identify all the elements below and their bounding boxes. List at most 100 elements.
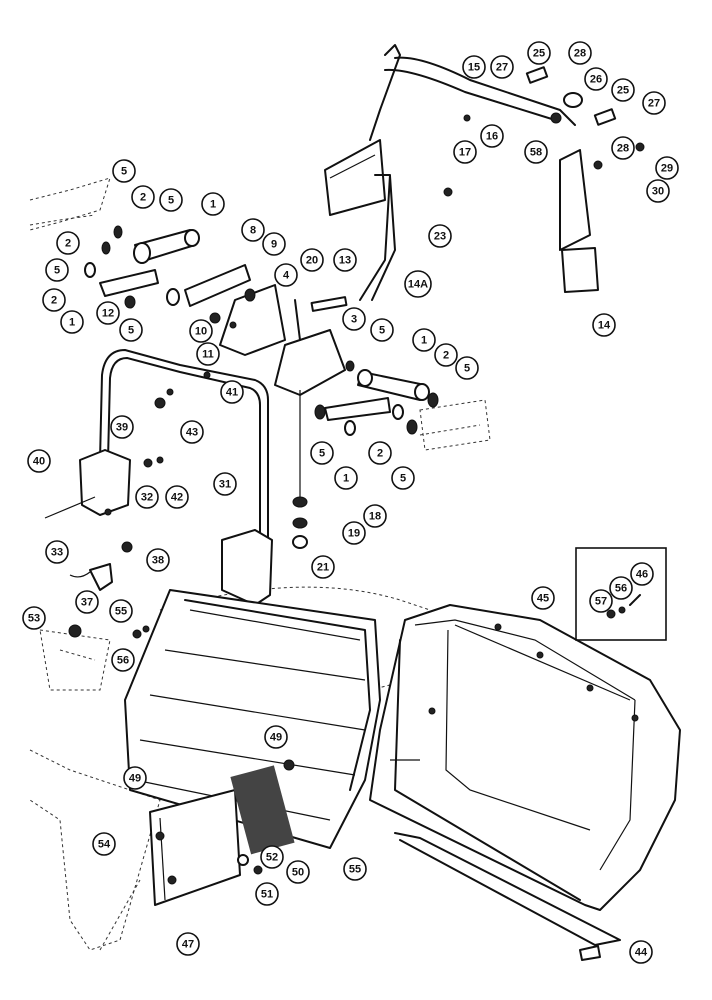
callout-circle: [370, 318, 394, 342]
callout-30: 30: [646, 179, 670, 203]
callout-circle: [524, 140, 548, 164]
callout-2: 2: [42, 288, 66, 312]
callout-number: 19: [348, 528, 360, 540]
callout-4: 4: [274, 263, 298, 287]
callout-5: 5: [112, 159, 136, 183]
callout-circle: [592, 313, 616, 337]
callout-number: 43: [186, 427, 198, 439]
callout-circle: [159, 188, 183, 212]
callout-5: 5: [370, 318, 394, 342]
callout-number: 9: [271, 239, 277, 251]
inset-detail-box: [575, 547, 667, 641]
callout-circle: [568, 41, 592, 65]
callout-25: 25: [611, 78, 635, 102]
callout-number: 52: [266, 852, 278, 864]
callout-32: 32: [135, 485, 159, 509]
right-linkage-assembly: [314, 360, 439, 436]
callout-number: 56: [117, 655, 129, 667]
callout-circle: [531, 586, 555, 610]
callout-16: 16: [480, 124, 504, 148]
callout-56: 56: [609, 576, 633, 600]
callout-55: 55: [109, 599, 133, 623]
callout-number: 42: [171, 492, 183, 504]
callout-41: 41: [220, 380, 244, 404]
callout-21: 21: [311, 555, 335, 579]
callout-number: 1: [343, 473, 349, 485]
callout-circle: [609, 576, 633, 600]
callout-circle: [111, 648, 135, 672]
callout-2: 2: [56, 231, 80, 255]
callout-number: 28: [617, 143, 629, 155]
callout-number: 12: [102, 308, 114, 320]
callout-circle: [434, 343, 458, 367]
callout-number: 5: [319, 448, 325, 460]
callout-number: 2: [51, 295, 57, 307]
callout-number: 25: [617, 85, 629, 97]
callout-10: 10: [189, 319, 213, 343]
callout-number: 38: [152, 555, 164, 567]
callout-circle: [462, 55, 486, 79]
upper-lever-assembly: [324, 44, 645, 301]
callout-circle: [75, 590, 99, 614]
callout-circle: [260, 845, 284, 869]
callout-number: 5: [128, 325, 134, 337]
callout-circle: [342, 521, 366, 545]
callout-12: 12: [96, 301, 120, 325]
callout-circle: [300, 248, 324, 272]
callout-49: 49: [123, 766, 147, 790]
callout-circle: [56, 231, 80, 255]
callout-circle: [119, 318, 143, 342]
callout-number: 28: [574, 48, 586, 60]
callout-57: 57: [589, 589, 613, 613]
callout-50: 50: [286, 860, 310, 884]
callout-circle: [343, 857, 367, 881]
callout-circle: [45, 540, 69, 564]
callout-number: 14A: [408, 279, 428, 291]
callout-circle: [391, 466, 415, 490]
callout-number: 46: [636, 569, 648, 581]
callout-5: 5: [310, 441, 334, 465]
callout-31: 31: [213, 472, 237, 496]
callout-number: 40: [33, 456, 45, 468]
callout-number: 5: [54, 265, 60, 277]
callout-1: 1: [334, 466, 358, 490]
callout-28: 28: [611, 136, 635, 160]
callout-number: 51: [261, 889, 273, 901]
callout-circle: [241, 218, 265, 242]
callout-55: 55: [343, 857, 367, 881]
callout-circle: [611, 78, 635, 102]
callout-circle: [92, 832, 116, 856]
callout-number: 5: [121, 166, 127, 178]
callout-circle: [646, 179, 670, 203]
callout-number: 33: [51, 547, 63, 559]
callout-circle: [490, 55, 514, 79]
callout-1: 1: [60, 310, 84, 334]
callout-number: 5: [168, 195, 174, 207]
callout-number: 55: [349, 864, 361, 876]
callout-number: 1: [421, 335, 427, 347]
callout-11: 11: [196, 342, 220, 366]
callout-circle: [60, 310, 84, 334]
callout-number: 56: [615, 583, 627, 595]
callout-26: 26: [584, 67, 608, 91]
callout-49: 49: [264, 725, 288, 749]
callout-number: 1: [69, 317, 75, 329]
callout-circle: [455, 356, 479, 380]
callout-number: 5: [400, 473, 406, 485]
callout-circle: [412, 328, 436, 352]
latch-assembly: [44, 349, 273, 606]
grille-assembly: [68, 589, 381, 906]
callout-number: 20: [306, 255, 318, 267]
callout-52: 52: [260, 845, 284, 869]
callout-1: 1: [412, 328, 436, 352]
callout-number: 4: [283, 270, 290, 282]
callout-circle: [22, 606, 46, 630]
callout-46: 46: [630, 562, 654, 586]
callout-number: 21: [317, 562, 329, 574]
callout-circle: [165, 485, 189, 509]
callout-8: 8: [241, 218, 265, 242]
callout-circle: [146, 548, 170, 572]
callout-circle: [96, 301, 120, 325]
